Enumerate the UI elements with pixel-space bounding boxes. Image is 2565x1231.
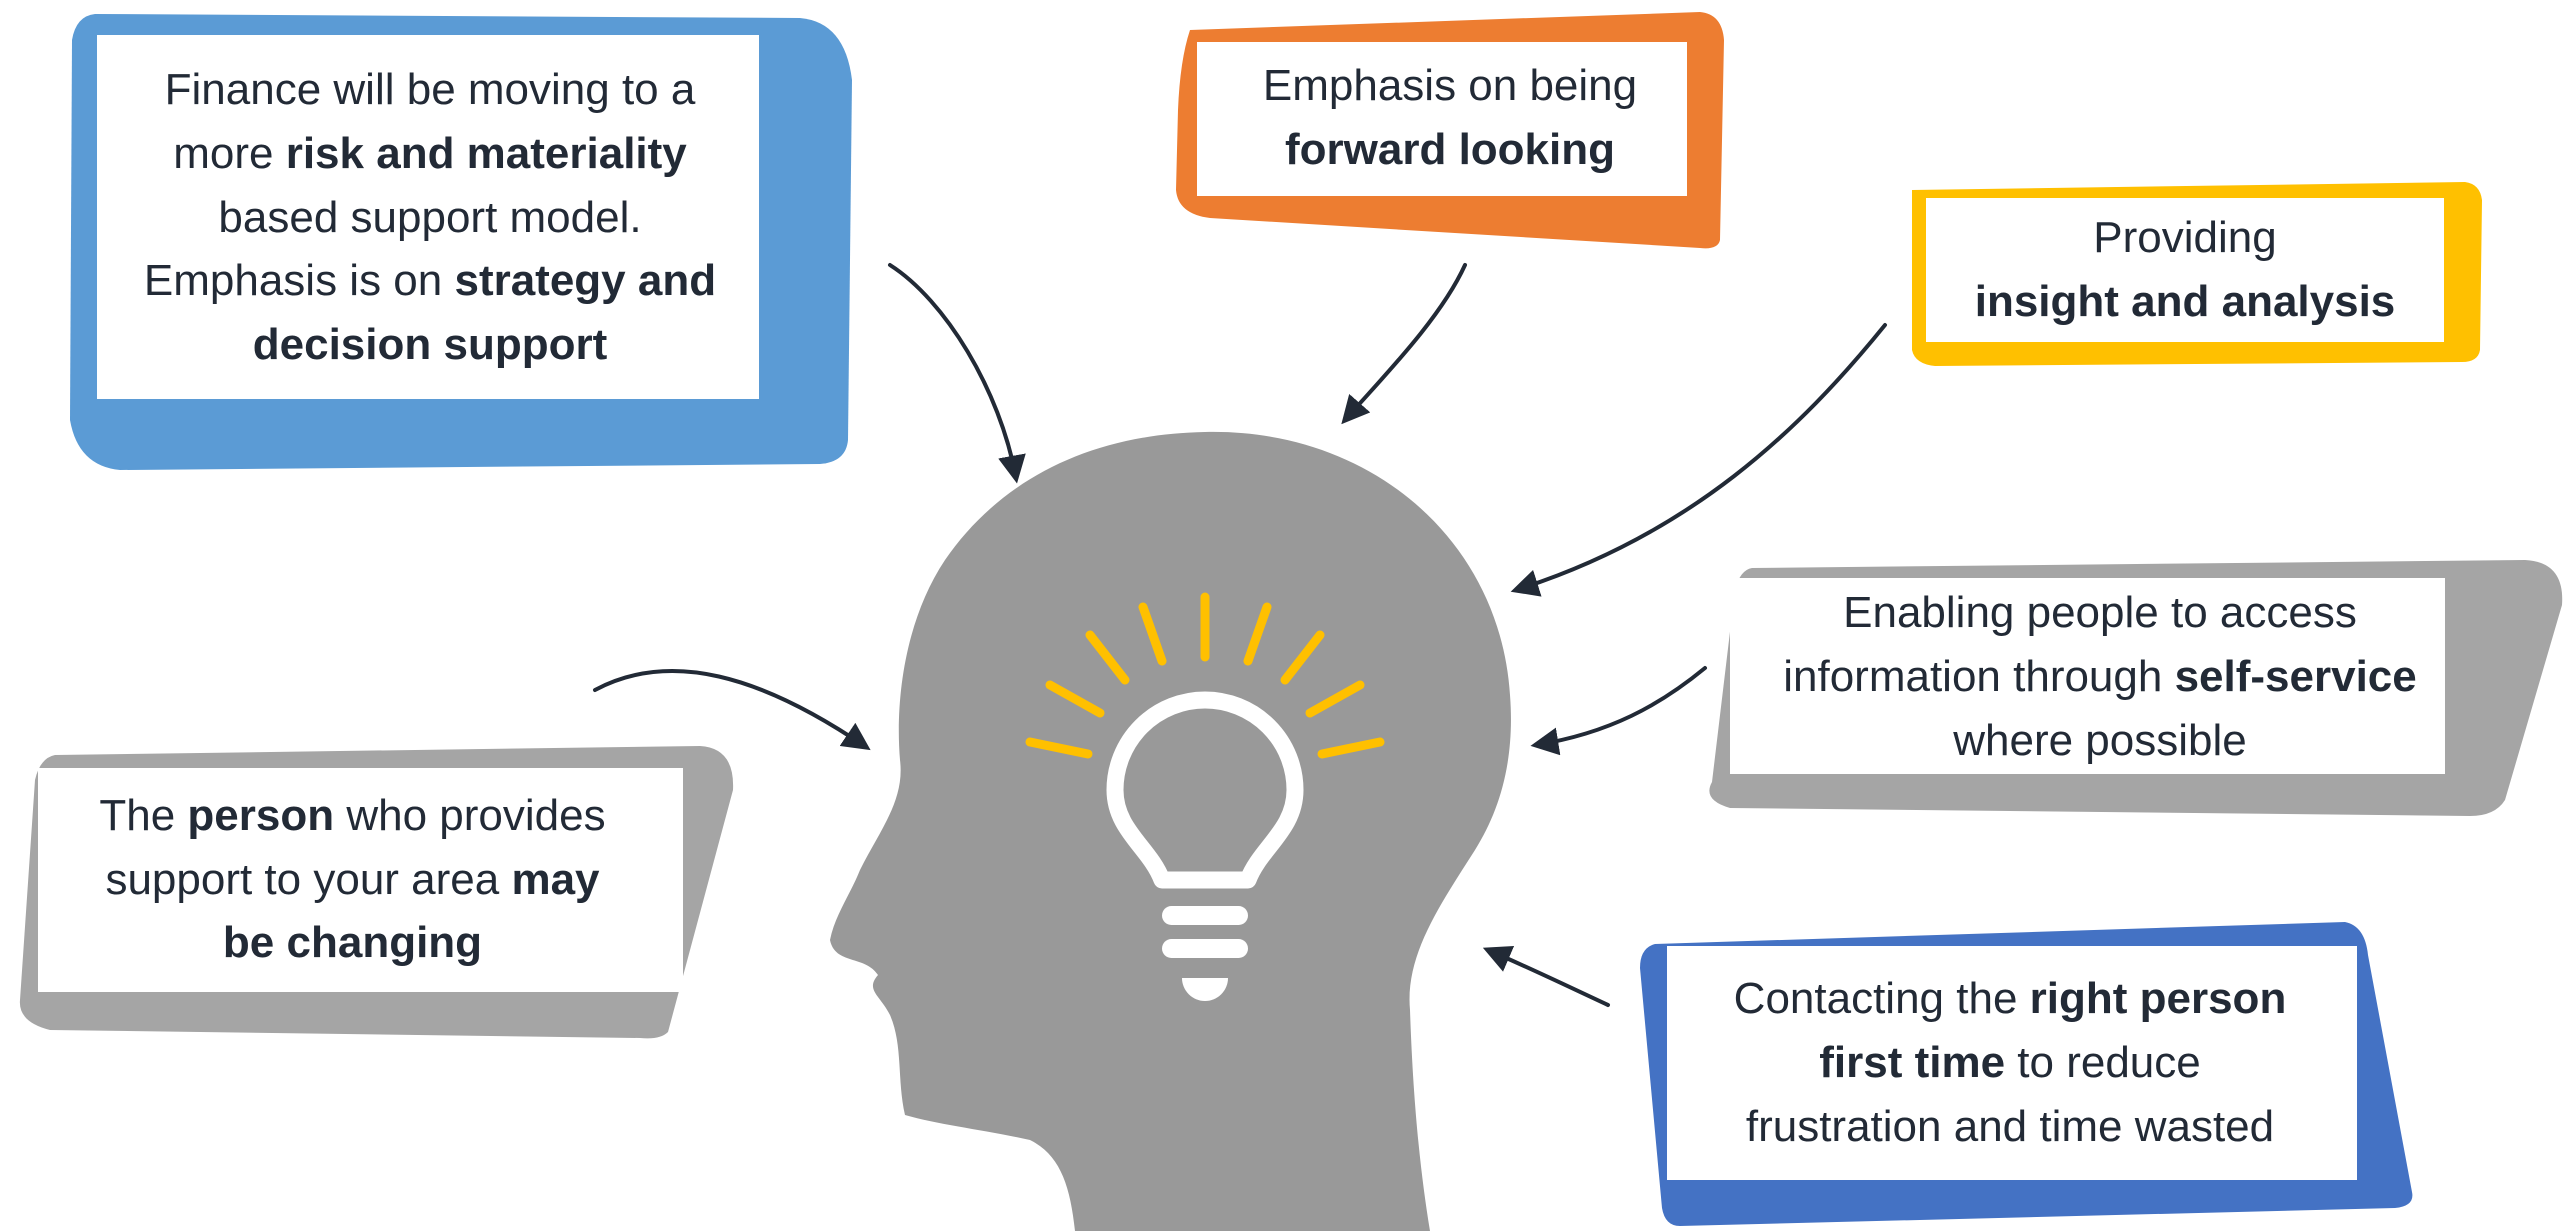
ray (1138, 602, 1167, 666)
bulb-base-ring (1162, 939, 1248, 958)
callout-line: based support model. (144, 186, 716, 250)
bulb-glass (1106, 691, 1304, 889)
arrows (593, 263, 1887, 1007)
callout-emphasis: strategy and (454, 256, 717, 306)
callout-line: insight and analysis (1975, 270, 2396, 334)
callout-finance: Finance will be moving to a more risk and… (100, 40, 760, 395)
callout-line: information through self-service (1783, 645, 2417, 709)
light-rays (1025, 592, 1385, 759)
arrow-from-right-person (1482, 945, 1610, 1007)
callout-emphasis: decision support (252, 320, 608, 370)
callout-run: based support model. (218, 192, 642, 242)
callout-text: Providing insight and analysis (1975, 206, 2396, 334)
callout-emphasis: right person (2029, 974, 2287, 1024)
callout-run: Providing (2093, 213, 2277, 263)
callout-run: frustration and time wasted (1745, 1101, 2275, 1151)
ray (1243, 602, 1272, 666)
callout-run: to reduce (2005, 1038, 2201, 1088)
callout-line: be changing (99, 911, 605, 975)
ray (1085, 630, 1130, 685)
callout-text: Emphasis on being forward looking (1263, 54, 1637, 182)
callout-frame-self-service (1709, 560, 2563, 816)
callout-insight: Providing insight and analysis (1930, 202, 2440, 338)
callout-run: who provides (334, 790, 606, 840)
callout-run: Enabling people to access (1843, 588, 2357, 638)
arrow-from-person (593, 669, 871, 751)
callout-run: Emphasis is on (143, 256, 455, 306)
bulb-base-tip (1182, 978, 1228, 1001)
callout-frame-finance (70, 14, 852, 470)
callout-emphasis: first time (1819, 1038, 2006, 1088)
callout-run: more (173, 128, 286, 178)
callout-run: Emphasis on being (1262, 60, 1638, 110)
ray (1317, 737, 1385, 759)
callout-emphasis: person (187, 790, 335, 840)
callout-line: Finance will be moving to a (144, 58, 716, 122)
callout-emphasis: risk and materiality (285, 128, 687, 178)
arrow-from-finance (888, 263, 1026, 484)
callout-self-service: Enabling people to access information thr… (1735, 582, 2465, 772)
callout-line: Emphasis on being (1263, 54, 1637, 118)
callout-frame-forward (1176, 12, 1724, 249)
arrow-from-self-service (1530, 666, 1707, 756)
callout-line: Emphasis is on strategy and (144, 249, 716, 313)
callout-emphasis: insight and analysis (1974, 277, 2396, 326)
callout-forward-looking: Emphasis on being forward looking (1200, 45, 1700, 190)
bulb-base-ring (1162, 906, 1248, 925)
callout-line: first time to reduce (1734, 1031, 2287, 1095)
callout-line: support to your area may (99, 848, 605, 912)
ray (1280, 630, 1325, 685)
callout-line: where possible (1783, 709, 2417, 773)
callout-emphasis: may (511, 854, 600, 904)
callout-frame-right-person (1640, 922, 2413, 1226)
callout-line: Enabling people to access (1783, 581, 2417, 645)
head-silhouette (830, 431, 1511, 1231)
callout-line: Providing (1975, 206, 2396, 270)
arrow-from-insight (1510, 323, 1887, 597)
callout-line: frustration and time wasted (1734, 1095, 2287, 1159)
callout-emphasis: self-service (2174, 652, 2417, 702)
callout-text: Enabling people to access information thr… (1783, 581, 2417, 772)
callout-run: Contacting the (1733, 974, 2030, 1024)
callout-line: forward looking (1263, 118, 1637, 182)
callout-line: decision support (144, 313, 716, 377)
callout-frame-insight (1912, 182, 2482, 366)
callout-line: The person who provides (99, 784, 605, 848)
callout-emphasis: forward looking (1285, 124, 1615, 174)
callout-run: Finance will be moving to a (164, 65, 696, 114)
ray (1025, 737, 1093, 759)
callout-run: information through (1783, 652, 2175, 702)
callout-run: support to your area (105, 854, 512, 904)
lightbulb-icon (1106, 691, 1304, 1001)
callout-run: The (99, 790, 188, 840)
callout-line: more risk and materiality (144, 122, 716, 186)
callout-line: Contacting the right person (1734, 967, 2287, 1031)
callout-text: Finance will be moving to a more risk and… (144, 58, 716, 377)
callout-run: where possible (1953, 715, 2247, 765)
callout-frame-person (19, 746, 734, 1039)
arrow-from-forward (1341, 263, 1467, 425)
ray (1045, 680, 1105, 718)
callout-emphasis: be changing (222, 918, 483, 968)
ray (1305, 680, 1365, 718)
